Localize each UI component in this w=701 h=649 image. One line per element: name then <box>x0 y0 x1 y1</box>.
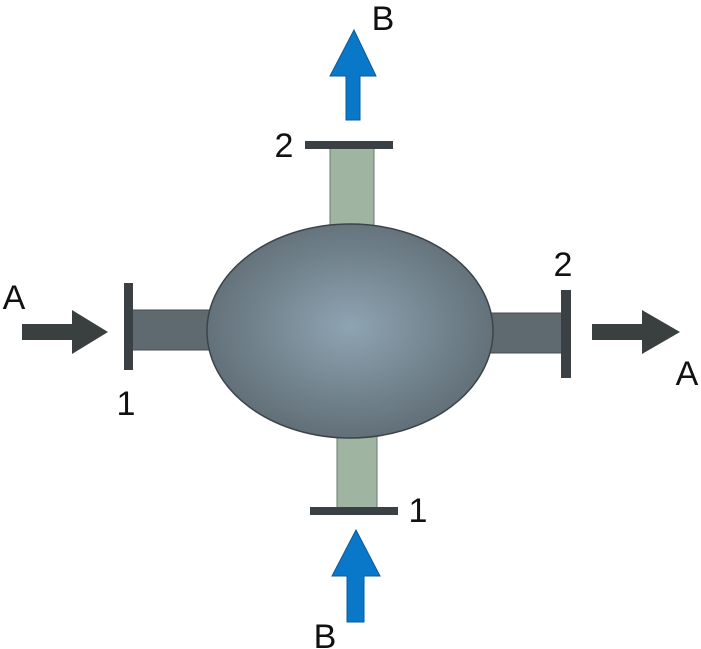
label-port-2-right: 2 <box>554 246 573 284</box>
top-nozzle-pipe <box>329 145 375 237</box>
top-flange <box>305 141 393 149</box>
left-flange <box>124 283 133 370</box>
label-a-outlet: A <box>676 355 699 393</box>
vessel-body <box>206 223 494 439</box>
arrow-right-icon <box>592 310 680 354</box>
left-nozzle-pipe <box>129 309 219 351</box>
arrow-up-icon <box>329 28 377 121</box>
label-port-1-left: 1 <box>117 385 136 423</box>
label-port-1-bottom: 1 <box>409 492 428 530</box>
label-port-2-top: 2 <box>275 127 294 165</box>
label-a-inlet: A <box>3 279 26 317</box>
arrow-right-icon <box>22 310 108 354</box>
label-b-inlet: B <box>314 618 337 649</box>
right-nozzle-pipe <box>479 312 567 354</box>
label-b-outlet: B <box>372 0 395 38</box>
bottom-flange <box>310 507 398 515</box>
bottom-nozzle-pipe <box>336 424 378 513</box>
right-flange <box>561 290 571 378</box>
arrow-up-icon <box>331 528 381 623</box>
